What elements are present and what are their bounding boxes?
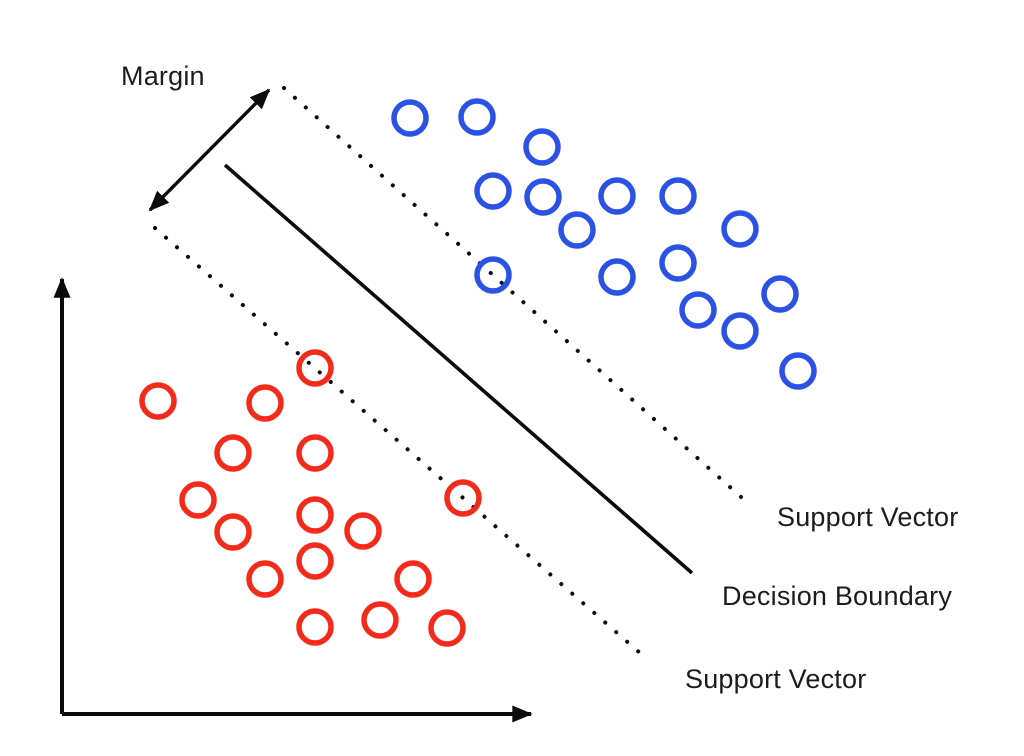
decision-boundary-label: Decision Boundary — [722, 581, 953, 611]
data-point — [444, 479, 482, 517]
data-point — [659, 244, 697, 282]
data-point — [523, 128, 561, 166]
data-point — [761, 275, 799, 313]
blue-class-points — [391, 98, 817, 390]
support-vector-upper-label: Support Vector — [777, 502, 959, 532]
data-point — [214, 513, 252, 551]
lines-layer — [53, 86, 752, 723]
data-point — [296, 434, 334, 472]
data-point — [139, 382, 177, 420]
data-point — [474, 172, 512, 210]
data-point — [721, 210, 759, 248]
data-point — [659, 177, 697, 215]
data-point — [558, 211, 596, 249]
points-layer — [139, 98, 817, 647]
data-point — [524, 178, 562, 216]
data-point — [344, 512, 382, 550]
data-point — [214, 434, 252, 472]
support-vector-lower-line — [153, 226, 650, 662]
data-point — [679, 291, 717, 329]
data-point — [779, 352, 817, 390]
data-point — [246, 560, 284, 598]
decision-boundary-line — [223, 163, 694, 575]
data-point — [296, 608, 334, 646]
data-point — [458, 98, 496, 136]
data-point — [598, 258, 636, 296]
data-point — [394, 560, 432, 598]
data-point — [474, 256, 512, 294]
data-point — [361, 601, 399, 639]
margin-arrow-line — [148, 88, 271, 212]
data-point — [391, 99, 429, 137]
data-point — [246, 384, 284, 422]
support-vector-lower-label: Support Vector — [685, 664, 867, 694]
data-point — [179, 481, 217, 519]
data-point — [296, 349, 334, 387]
data-point — [296, 496, 334, 534]
data-point — [598, 177, 636, 215]
support-vector-upper-line — [282, 86, 752, 507]
red-class-points — [139, 349, 482, 647]
data-point — [296, 542, 334, 580]
margin-label: Margin — [121, 61, 205, 91]
data-point — [428, 609, 466, 647]
data-point — [721, 312, 759, 350]
